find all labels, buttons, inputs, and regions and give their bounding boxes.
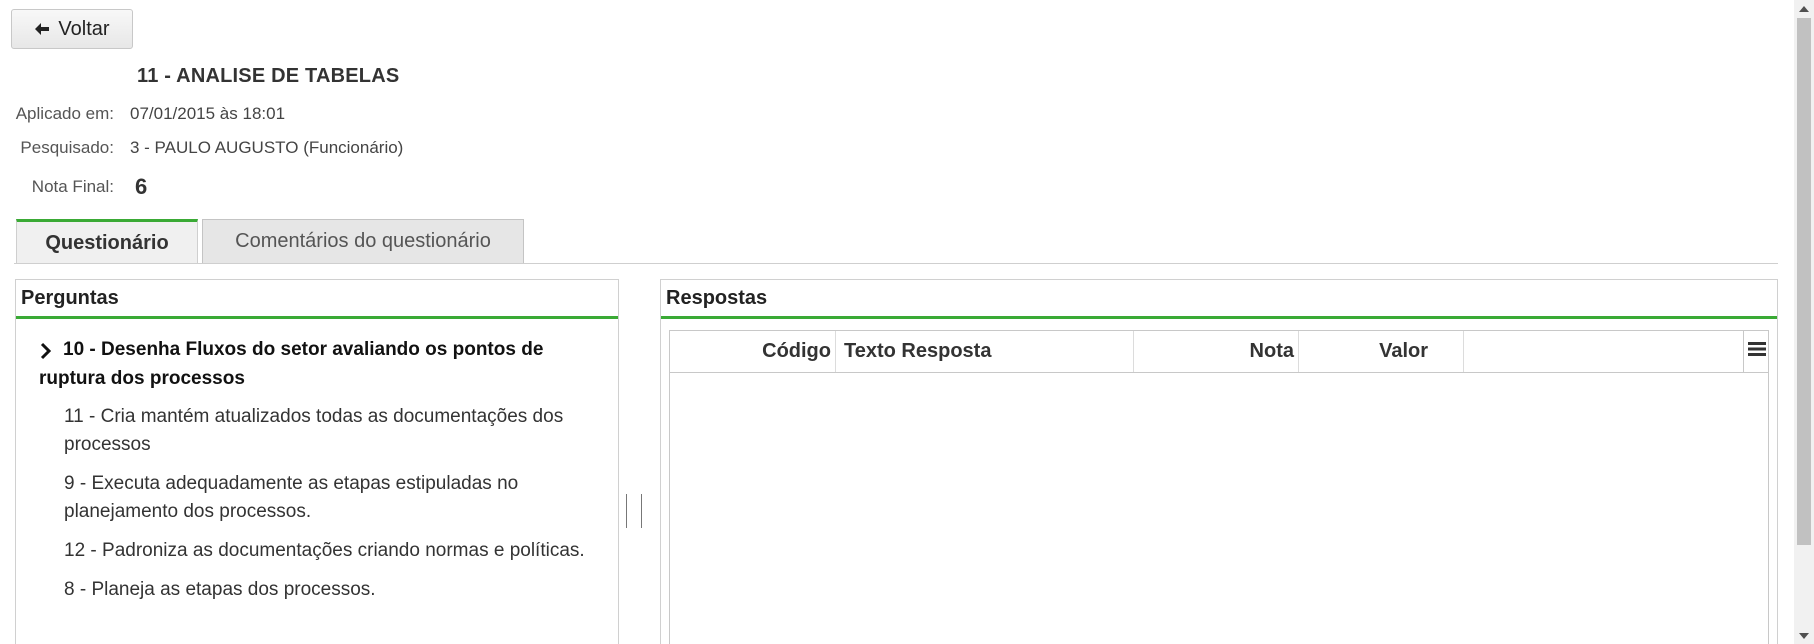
perguntas-header: Perguntas — [16, 280, 618, 319]
scroll-down-icon[interactable] — [1794, 627, 1814, 644]
back-button-label: Voltar — [58, 17, 110, 40]
question-item[interactable]: 9 - Executa adequadamente as etapas esti… — [16, 470, 618, 526]
question-item[interactable]: 11 - Cria mantém atualizados todas as do… — [16, 403, 618, 459]
question-list: 10 - Desenha Fluxos do setor avaliando o… — [16, 319, 618, 604]
chevron-right-icon — [39, 337, 63, 365]
respostas-grid: Código Texto Resposta Nota Valor — [669, 330, 1769, 644]
nota-final-value: 6 — [135, 174, 148, 199]
aplicado-label: Aplicado em: — [15, 104, 114, 123]
pesquisado-value: 3 - PAULO AUGUSTO (Funcionário) — [130, 138, 404, 157]
column-menu-button[interactable] — [1743, 331, 1769, 372]
column-header-texto-resposta[interactable]: Texto Resposta — [836, 331, 1134, 372]
hamburger-menu-icon — [1747, 340, 1766, 363]
question-item[interactable]: 8 - Planeja as etapas dos processos. — [16, 576, 618, 604]
perguntas-panel: Perguntas 10 - Desenha Fluxos do setor a… — [15, 279, 619, 644]
panel-splitter[interactable] — [624, 494, 646, 528]
question-label: 8 - Planeja as etapas dos processos. — [64, 579, 376, 600]
tab-bar-divider — [14, 263, 1778, 264]
page-scrollbar[interactable] — [1794, 0, 1814, 644]
nota-final-label: Nota Final: — [31, 177, 114, 196]
aplicado-value: 07/01/2015 às 18:01 — [130, 104, 286, 123]
aplicado-row: Aplicado em: 07/01/2015 às 18:01 — [0, 101, 285, 127]
arrow-left-icon — [34, 22, 50, 36]
pesquisado-row: Pesquisado: 3 - PAULO AUGUSTO (Funcionár… — [0, 135, 403, 161]
page-title: 11 - ANALISE DE TABELAS — [137, 65, 400, 87]
respostas-header: Respostas — [661, 280, 1777, 319]
column-header-valor[interactable]: Valor — [1299, 331, 1464, 372]
grid-header: Código Texto Resposta Nota Valor — [670, 331, 1768, 373]
question-item-selected[interactable]: 10 - Desenha Fluxos do setor avaliando o… — [16, 336, 618, 393]
respostas-panel: Respostas Código Texto Resposta Nota Val… — [660, 279, 1778, 644]
column-header-codigo[interactable]: Código — [670, 331, 836, 372]
question-label: 12 - Padroniza as documentações criando … — [64, 540, 585, 561]
question-item[interactable]: 12 - Padroniza as documentações criando … — [16, 537, 618, 565]
column-header-nota[interactable]: Nota — [1134, 331, 1299, 372]
back-button[interactable]: Voltar — [11, 9, 133, 49]
column-header-empty — [1464, 331, 1744, 372]
question-label: 10 - Desenha Fluxos do setor avaliando o… — [39, 339, 544, 389]
scroll-up-icon[interactable] — [1794, 0, 1814, 17]
question-label: 11 - Cria mantém atualizados todas as do… — [64, 406, 564, 455]
pesquisado-label: Pesquisado: — [20, 138, 114, 157]
tab-questionario[interactable]: Questionário — [16, 219, 198, 264]
question-label: 9 - Executa adequadamente as etapas esti… — [64, 473, 519, 522]
tab-comentarios[interactable]: Comentários do questionário — [202, 219, 524, 264]
nota-final-row: Nota Final: 6 — [0, 174, 147, 200]
scrollbar-thumb[interactable] — [1797, 18, 1811, 545]
